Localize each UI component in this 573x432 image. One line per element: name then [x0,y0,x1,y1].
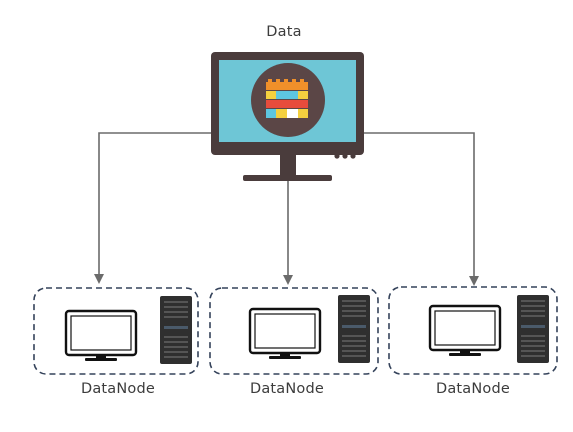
datanode-border [388,286,558,375]
datanode-group-1 [209,287,379,375]
server-tower-icon [338,295,370,363]
monitor-neck [280,155,296,175]
monitor-outline-icon [428,304,502,356]
monitor-outline-icon [64,309,138,361]
master-monitor-icon [211,52,364,181]
connector-right [364,132,479,286]
datanode-label: DataNode [80,381,156,397]
server-tower-icon [160,296,192,364]
server-tower-icon [517,295,549,363]
datanode-border [33,287,199,375]
monitor-button [342,153,348,159]
datanode-group-2 [388,286,558,375]
datanode-label: DataNode [249,381,325,397]
monitor-base [243,175,332,181]
datanode-label: DataNode [435,381,511,397]
datanode-group-0 [33,287,199,375]
connector-left [94,132,211,284]
datanode-border [209,287,379,375]
monitor-button [350,153,356,159]
monitor-button [334,153,340,159]
data-blocks-icon [251,63,325,137]
master-label: Data [266,24,302,40]
monitor-outline-icon [248,307,322,359]
